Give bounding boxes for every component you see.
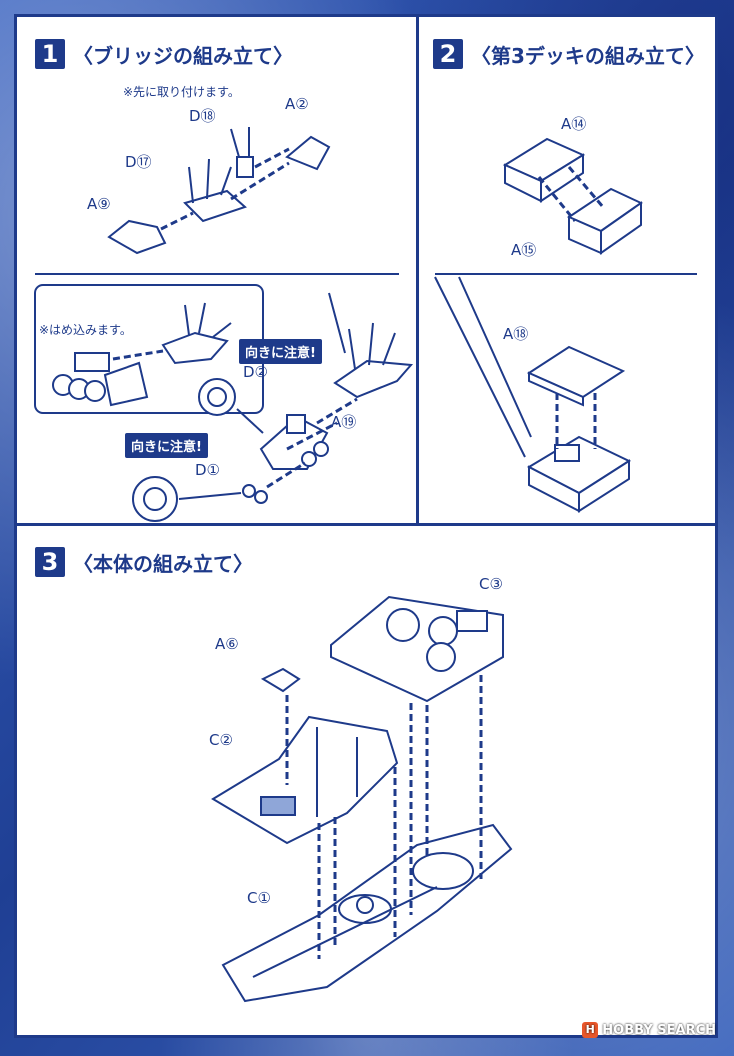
orientation-badge-upper: 向きに注意! <box>239 339 322 364</box>
part-label-a9: A⑨ <box>87 195 111 213</box>
bridge-assembly-drawing <box>107 127 331 255</box>
vertical-divider-top <box>416 17 419 525</box>
watermark-text: HOBBY SEARCH <box>602 1022 716 1038</box>
part-label-d17: D⑰ <box>125 153 152 171</box>
step2-number: 2 <box>433 39 463 69</box>
step2-title: 〈第3デッキの組み立て〉 <box>471 43 705 68</box>
part-label-d2: D② <box>243 363 268 381</box>
hobby-search-watermark: H HOBBY SEARCH <box>582 1022 716 1038</box>
part-label-a14: A⑭ <box>561 115 587 133</box>
part-label-a2: A② <box>285 95 309 113</box>
bridge-inset-box <box>34 284 264 414</box>
instruction-sheet: 1 〈ブリッジの組み立て〉 ※先に取り付けます。 D⑱ A② D⑰ A⑨ <box>14 14 718 1038</box>
step1-title: 〈ブリッジの組み立て〉 <box>73 43 293 68</box>
part-label-a19: A⑲ <box>331 413 357 431</box>
step1-number: 1 <box>35 39 65 69</box>
hull-assembly-drawing <box>211 595 513 1003</box>
part-label-d1: D① <box>195 461 220 479</box>
step1-note-fit: ※はめ込みます。 <box>39 323 132 337</box>
bridge-subassembly-drawing <box>132 292 414 522</box>
step2-sub-divider <box>435 273 697 275</box>
part-label-a15: A⑮ <box>511 241 537 259</box>
part-label-d18: D⑱ <box>189 107 216 125</box>
step1-note-first: ※先に取り付けます。 <box>123 85 240 99</box>
orientation-badge-lower: 向きに注意! <box>125 433 208 458</box>
step1-heading: 1 〈ブリッジの組み立て〉 <box>35 39 293 69</box>
step1-sub-divider <box>35 273 399 275</box>
step3-heading: 3 〈本体の組み立て〉 <box>35 547 253 577</box>
part-label-a18: A⑱ <box>503 325 529 343</box>
part-label-a6: A⑥ <box>215 635 239 653</box>
deck3-assembly-drawing <box>434 137 643 513</box>
step2-heading: 2 〈第3デッキの組み立て〉 <box>433 39 705 69</box>
part-label-c3: C③ <box>479 575 503 593</box>
step3-number: 3 <box>35 547 65 577</box>
horizontal-divider-mid <box>17 523 715 526</box>
part-label-c2: C② <box>209 731 233 749</box>
step3-title: 〈本体の組み立て〉 <box>73 551 253 576</box>
hobby-search-logo-icon: H <box>582 1022 599 1038</box>
part-label-c1: C① <box>247 889 271 907</box>
